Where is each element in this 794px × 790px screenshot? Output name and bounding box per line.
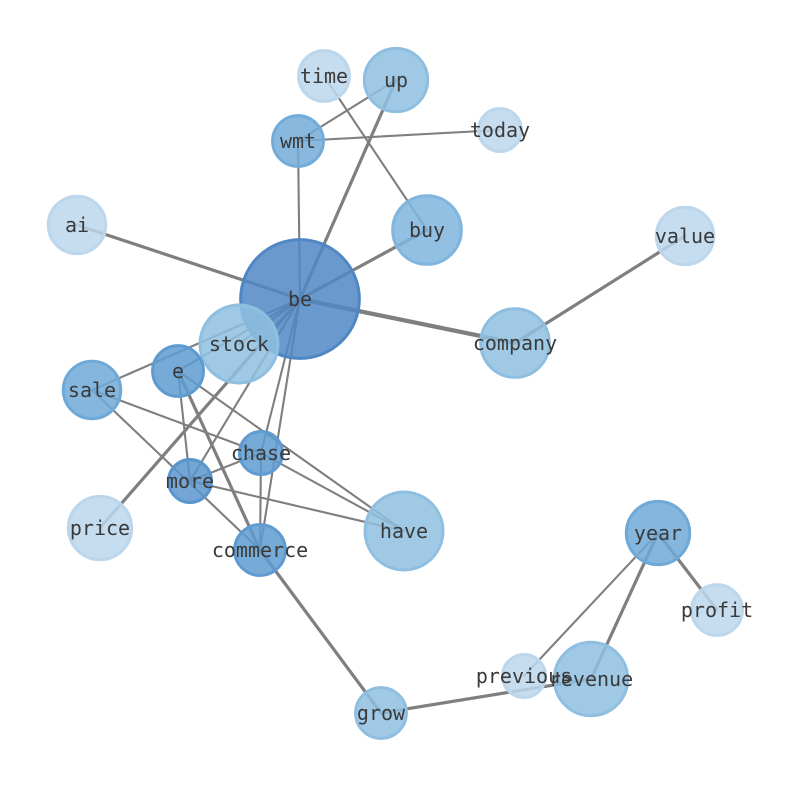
node-label-revenue: revenue [549,667,633,691]
node-label-company: company [473,331,557,355]
node-previous [501,653,547,699]
node-chase [238,430,284,476]
node-label-have: have [380,519,428,543]
node-grow [354,686,408,740]
node-commerce [233,523,287,577]
node-label-ai: ai [65,213,89,237]
node-company [479,307,551,379]
nodes-layer [46,46,744,740]
edge-e-commerce [176,369,262,552]
node-profit [690,583,744,637]
node-today [477,107,523,153]
node-buy [391,194,463,266]
node-label-be: be [288,287,312,311]
node-sale [61,359,123,421]
node-label-profit: profit [681,598,753,622]
edge-commerce-grow [258,548,383,715]
edge-wmt-today [296,128,502,143]
node-time [297,49,351,103]
node-price [66,494,134,562]
node-label-previous: previous [476,664,572,688]
node-label-e: e [172,359,184,383]
node-label-more: more [166,469,214,493]
node-wmt [271,114,325,168]
node-e [151,344,205,398]
node-label-chase: chase [231,441,291,465]
node-stock [198,303,280,385]
node-revenue [552,640,630,718]
node-have [363,490,445,572]
node-label-price: price [70,516,130,540]
node-label-sale: sale [68,378,116,402]
node-label-wmt: wmt [280,129,316,153]
node-label-grow: grow [357,701,406,725]
node-label-value: value [655,224,715,248]
node-ai [46,194,108,256]
node-label-stock: stock [209,332,269,356]
node-up [362,46,430,114]
edge-e-have [176,369,406,533]
node-label-time: time [300,64,348,88]
node-year [624,499,692,567]
node-label-buy: buy [409,218,445,242]
node-label-year: year [634,521,682,545]
node-label-today: today [470,118,530,142]
node-more [167,458,213,504]
node-value [654,205,716,267]
node-label-commerce: commerce [212,538,308,562]
node-label-up: up [384,68,408,92]
